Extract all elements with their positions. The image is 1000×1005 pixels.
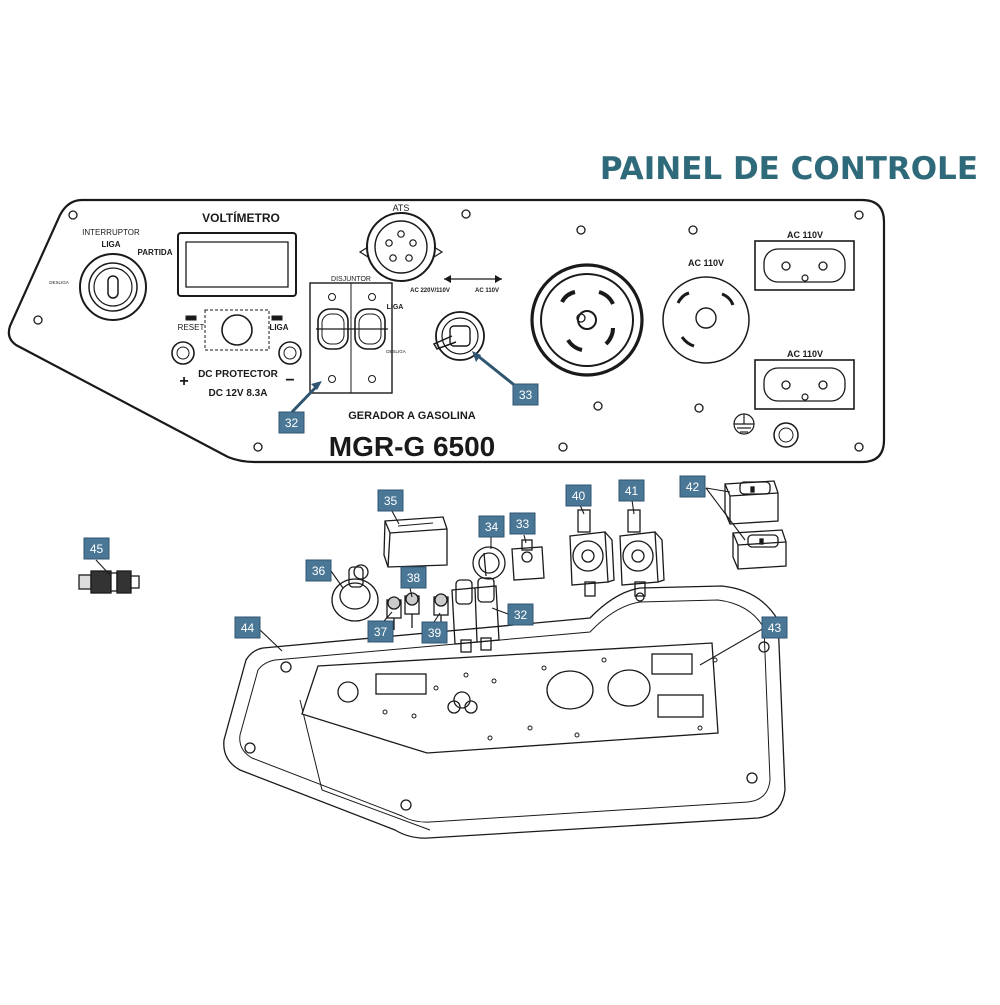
callout-45: 45 — [83, 537, 110, 560]
callout-32-panel: 32 — [278, 411, 305, 434]
round-110v-receptacle — [662, 276, 750, 364]
callout-label: 35 — [384, 494, 398, 508]
callout-label: 42 — [686, 480, 700, 494]
callout-label: 37 — [374, 625, 388, 639]
callout-33-panel: 33 — [512, 383, 539, 406]
part-36-ignition-switch — [331, 564, 379, 622]
part-42-outlet-bottom — [732, 529, 787, 570]
callout-label: 43 — [768, 621, 782, 635]
label-partida: PARTIDA — [138, 248, 173, 257]
ground-terminal — [733, 413, 755, 435]
callout-42: 42 — [679, 475, 706, 498]
callout-43: 43 — [761, 616, 788, 639]
label-interruptor: INTERRUPTOR — [82, 228, 140, 237]
ac-voltage-toggle-switch — [432, 311, 485, 361]
part-43-mounting-plate — [301, 642, 719, 754]
callout-33-part: 33 — [509, 512, 536, 535]
label-voltimetro: VOLTÍMETRO — [202, 210, 280, 225]
callout-label: 36 — [312, 564, 326, 578]
label-ac-switch-right: AC 110V — [475, 288, 499, 294]
page-title: PAINEL DE CONTROLE — [600, 151, 978, 187]
callout-32-part: 32 — [507, 603, 534, 626]
label-reset: RESET — [178, 323, 205, 332]
callout-label: 32 — [514, 608, 528, 622]
panel-callout-leaders — [290, 354, 519, 414]
callout-36: 36 — [305, 559, 332, 582]
callout-label: 32 — [285, 416, 299, 430]
part-40-receptacle — [569, 509, 615, 597]
label-ac-110v-bottom: AC 110V — [787, 349, 823, 359]
callout-label: 40 — [572, 489, 586, 503]
label-disjuntor: DISJUNTOR — [331, 276, 371, 283]
outlet-bottom — [754, 359, 855, 410]
callout-label: 34 — [485, 520, 499, 534]
callout-label: 39 — [428, 626, 442, 640]
label-desliga-disjuntor: DESLIGA — [386, 349, 406, 354]
panel-outline — [7, 198, 886, 464]
label-desliga: DESLIGA — [49, 280, 69, 285]
part-34-toggle-housing — [472, 546, 506, 580]
label-ac-110v-round: AC 110V — [688, 258, 724, 268]
ignition-key-switch — [79, 253, 147, 321]
model-name: MGR-G 6500 — [329, 431, 496, 462]
label-ac-switch-left: AC 220V/110V — [410, 288, 450, 294]
label-dc-rating: DC 12V 8.3A — [209, 388, 268, 399]
ground-screw — [773, 422, 799, 448]
part-45-fuse-holder — [78, 570, 140, 594]
callout-37: 37 — [367, 620, 394, 643]
label-liga-disjuntor: LIGA — [387, 304, 404, 311]
callout-38: 38 — [400, 566, 427, 589]
label-liga: LIGA — [101, 240, 120, 249]
callout-label: 38 — [407, 571, 421, 585]
callout-40: 40 — [565, 484, 592, 507]
voltmeter-display — [177, 232, 297, 297]
callout-label: 33 — [519, 388, 533, 402]
exploded-parts — [78, 480, 787, 839]
label-minus: − — [285, 372, 294, 389]
terminal-minus-hole — [171, 341, 195, 365]
callout-label: 45 — [90, 542, 104, 556]
callout-badges: 32 33 35 34 33 40 41 42 45 36 38 37 39 3… — [83, 383, 788, 644]
callout-label: 41 — [625, 484, 639, 498]
callout-35: 35 — [377, 489, 404, 512]
part-44-panel-frame — [223, 585, 786, 839]
outlet-top — [754, 240, 855, 291]
callout-label: 33 — [516, 517, 530, 531]
terminal-plus-hole — [278, 341, 302, 365]
circuit-breaker — [309, 282, 393, 394]
panel-labels: INTERRUPTOR LIGA PARTIDA DESLIGA VOLTÍME… — [49, 203, 823, 462]
ats-connector — [358, 212, 444, 282]
label-ats: ATS — [393, 203, 410, 213]
label-liga-reset: LIGA — [269, 323, 288, 332]
part-33-switch — [511, 539, 545, 581]
callout-39: 39 — [421, 621, 448, 644]
label-plus: + — [179, 373, 188, 390]
control-panel-face — [7, 198, 886, 464]
label-gerador: GERADOR A GASOLINA — [348, 410, 476, 422]
part-38-terminal — [404, 592, 420, 628]
label-ac-110v-top: AC 110V — [787, 230, 823, 240]
part-35-voltmeter — [383, 516, 448, 568]
part-42-outlet-top — [724, 480, 779, 525]
callout-44: 44 — [234, 616, 261, 639]
twist-lock-receptacle — [530, 263, 644, 377]
part-41-receptacle — [619, 509, 665, 597]
callout-label: 44 — [241, 621, 255, 635]
label-dc-protector: DC PROTECTOR — [198, 369, 279, 380]
dc-protector-reset — [185, 309, 283, 351]
callout-34: 34 — [478, 515, 505, 538]
callout-41: 41 — [618, 479, 645, 502]
